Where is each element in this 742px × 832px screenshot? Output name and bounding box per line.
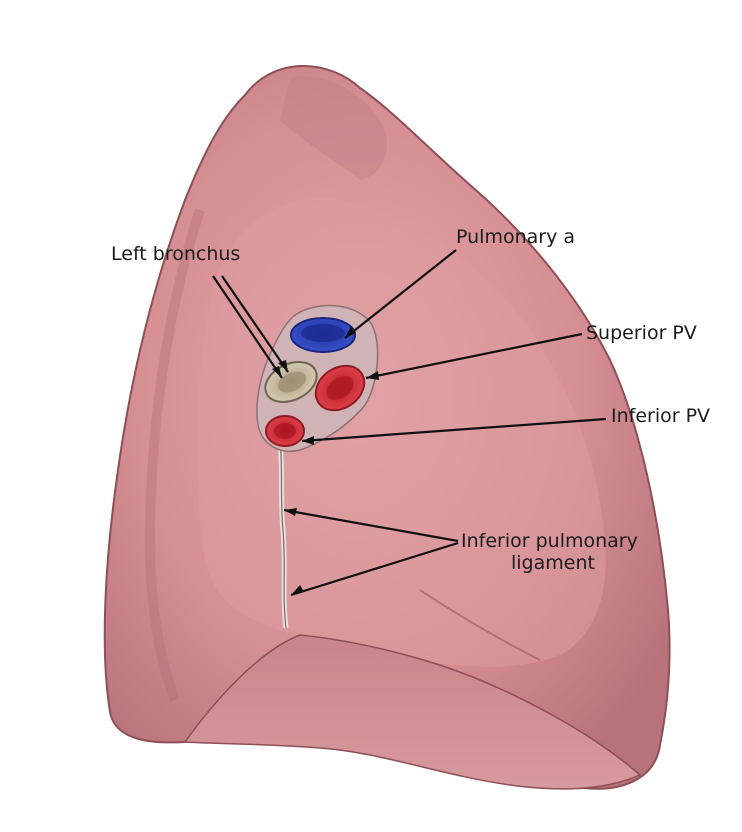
leader-left-bronchus-1 [212, 275, 283, 379]
leader-pulmonary-artery [344, 249, 457, 339]
label-inferior-pv: Inferior PV [611, 405, 711, 427]
lung-base [183, 634, 642, 790]
leader-superior-pv [365, 332, 583, 380]
leader-ligament-1 [283, 508, 459, 543]
apex-shading [280, 76, 388, 180]
leader-ligament-2 [290, 541, 459, 597]
label-ligament-line1: Inferior pulmonary [461, 530, 638, 552]
arrowheads [272, 326, 379, 595]
label-superior-pv: Superior PV [586, 322, 697, 344]
label-left-bronchus: Left bronchus [111, 243, 241, 265]
anterior-ridge [144, 208, 205, 702]
leader-left-bronchus-2 [221, 275, 289, 373]
label-ligament-line2: ligament [511, 551, 595, 574]
label-inferior-pulmonary-ligament: Inferior pulmonary ligament [461, 530, 638, 575]
label-pulmonary-artery: Pulmonary a [456, 226, 576, 248]
leader-inferior-pv [301, 417, 607, 443]
leader-lines [212, 249, 607, 597]
lower-fissure [419, 589, 541, 661]
